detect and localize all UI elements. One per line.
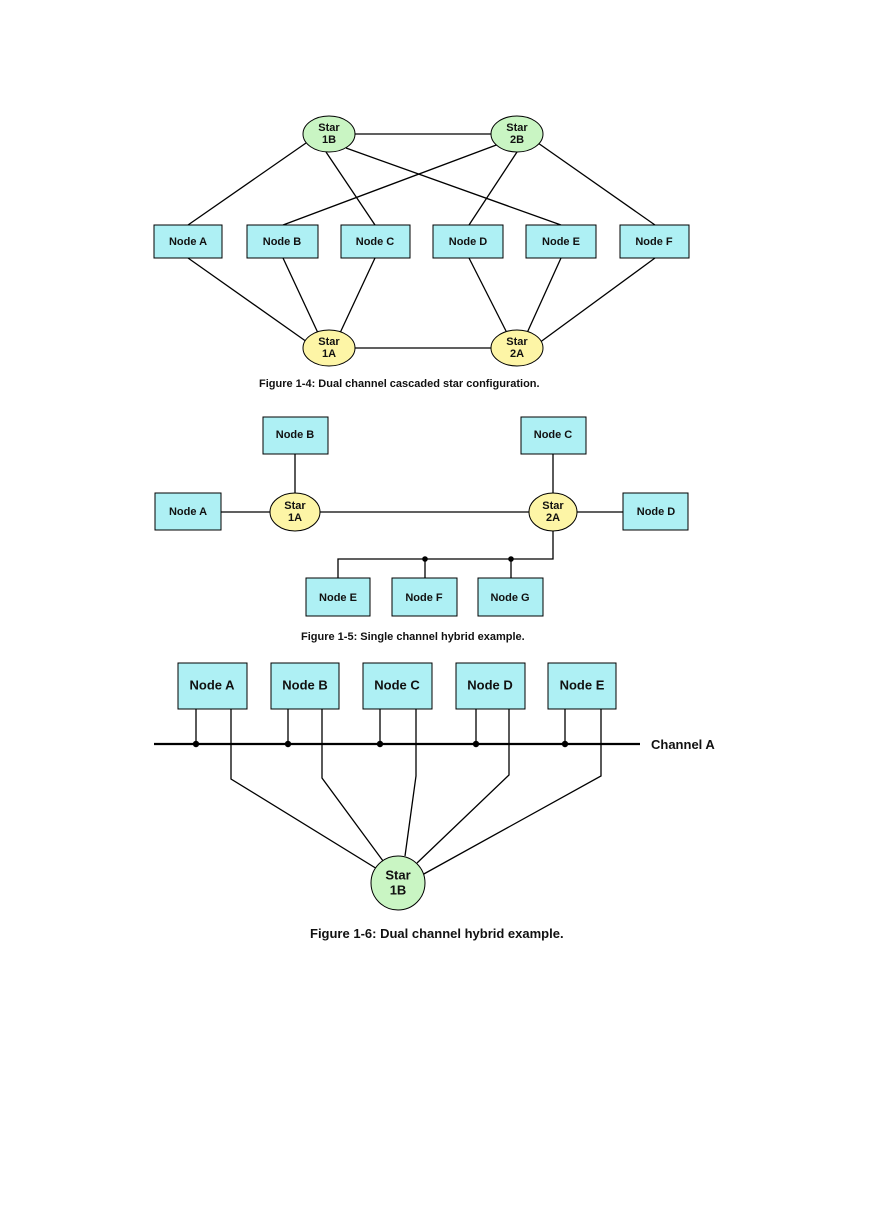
fig6-star-1b: Star 1B [370,855,426,911]
fig6-node-d-label: Node D [467,677,513,692]
fig6-star-1b-label-line1: Star [385,867,410,882]
node-e: Node E [525,224,597,259]
fig5-star-2a-label-line1: Star [542,500,564,512]
fig5-node-e: Node E [305,577,371,617]
star-1a-label-line2: 1A [322,348,336,360]
fig5-star-2a-label-line2: 2A [546,512,560,524]
fig6-node-e: Node E [547,662,617,710]
figure-1-6: Channel A Node A Node B [154,662,715,941]
node-b-label: Node B [263,236,302,248]
star-2a: Star 2A [490,329,544,367]
star-2b-label-line2: 2B [510,134,524,146]
figure-1-5-links [221,454,623,578]
fig5-node-c-label: Node C [534,429,573,441]
node-f-label: Node F [635,236,673,248]
fig5-node-b-label: Node B [276,429,315,441]
fig5-node-d-label: Node D [637,506,676,518]
fig5-node-c: Node C [520,416,587,455]
node-d: Node D [432,224,504,259]
figure-1-6-caption: Figure 1-6: Dual channel hybrid example. [310,926,564,941]
node-b: Node B [246,224,319,259]
fig6-node-a: Node A [177,662,248,710]
node-c-label: Node C [356,236,395,248]
fig5-node-g-label: Node G [490,592,529,604]
figure-1-5: Node A Node B Node C Node D Node E Node … [154,416,689,643]
fig5-star-1a: Star 1A [269,492,321,532]
node-f: Node F [619,224,690,259]
figure-1-6-links [192,709,602,876]
fig5-node-b: Node B [262,416,329,455]
figure-1-4: Star 1B Star 2B Node A Node B Node C Nod… [153,115,690,390]
fig5-star-1a-label-line1: Star [284,500,306,512]
fig5-node-e-label: Node E [319,592,357,604]
node-c: Node C [340,224,411,259]
star-1a-label-line1: Star [318,336,340,348]
node-e-label: Node E [542,236,580,248]
fig5-star-2a: Star 2A [528,492,578,532]
fig5-node-a-label: Node A [169,506,207,518]
star-1b-label-line1: Star [318,122,340,134]
fig6-node-c: Node C [362,662,433,710]
star-2b: Star 2B [490,115,544,153]
star-2b-label-line1: Star [506,122,528,134]
star-1b: Star 1B [302,115,356,153]
figure-1-4-links [187,133,656,349]
star-2a-label-line2: 2A [510,348,524,360]
fig5-node-g: Node G [477,577,544,617]
fig6-node-d: Node D [455,662,526,710]
fig6-node-c-label: Node C [374,677,420,692]
fig6-node-e-label: Node E [560,677,605,692]
fig6-node-b-label: Node B [282,677,328,692]
node-a-label: Node A [169,236,207,248]
node-d-label: Node D [449,236,488,248]
star-2a-label-line1: Star [506,336,528,348]
figure-1-5-caption: Figure 1-5: Single channel hybrid exampl… [301,631,525,643]
star-1b-label-line2: 1B [322,134,336,146]
fig5-node-d: Node D [622,492,689,531]
fig5-node-f: Node F [391,577,458,617]
channel-a-label: Channel A [651,737,715,752]
star-1a: Star 1A [302,329,356,367]
fig5-node-f-label: Node F [405,592,443,604]
figure-1-4-caption: Figure 1-4: Dual channel cascaded star c… [259,378,540,390]
fig5-node-a: Node A [154,492,222,531]
fig6-node-a-label: Node A [189,677,235,692]
fig6-star-1b-label-line2: 1B [390,882,407,897]
fig6-node-b: Node B [270,662,340,710]
fig5-star-1a-label-line2: 1A [288,512,302,524]
node-a: Node A [153,224,223,259]
